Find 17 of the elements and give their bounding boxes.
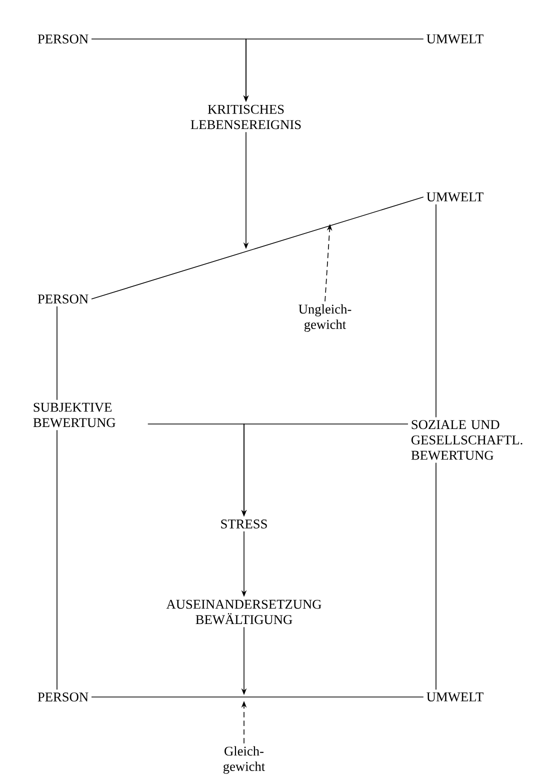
person-label: PERSON [38,692,88,702]
environment-label: UMWELT [426,192,484,202]
connector-line [91,196,424,300]
appraisal-label: SOZIALE UND GESELLSCHAFTL. BEWERTUNG [411,420,522,460]
environment-label: UMWELT [426,34,484,44]
person-label: PERSON [38,34,88,44]
connector-line [56,306,58,400]
environment-label: UMWELT [426,692,484,702]
stress-label: STRESS [221,520,267,528]
coping-label: AUSEINANDERSETZUNG BEWÄLTIGUNG [166,600,322,624]
appraisal-label: SUBJEKTIVE BEWERTUNG [33,402,116,428]
balance-label: Gleich- gewicht [223,746,266,774]
person-label: PERSON [38,294,88,304]
connector-line [91,696,424,698]
connector-line [56,430,58,690]
imbalance-label: Ungleich- gewicht [298,304,352,332]
event-label: KRITISCHES LEBENSEREIGNIS [190,104,301,130]
